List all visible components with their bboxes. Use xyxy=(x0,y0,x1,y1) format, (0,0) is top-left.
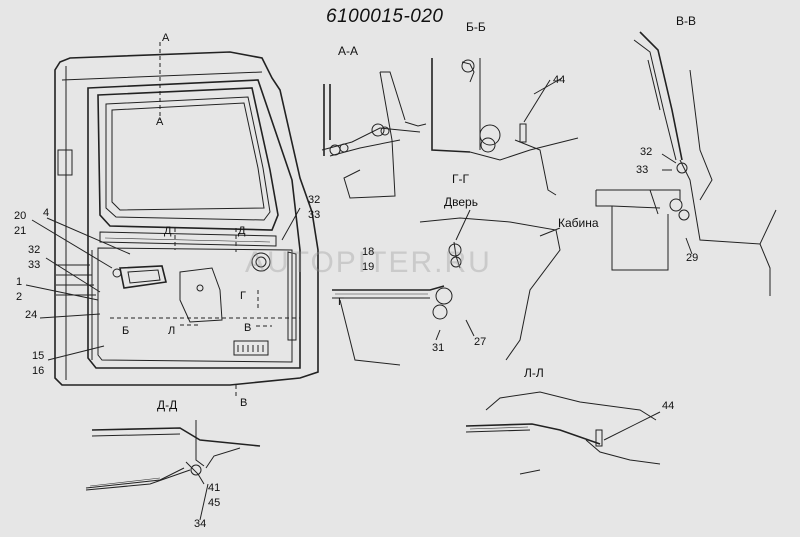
section-title-ll: Л-Л xyxy=(524,366,544,380)
callout-4: 4 xyxy=(43,207,50,219)
watermark: AUTOPITER.RU xyxy=(245,246,492,279)
cut-mark-d-right: Д xyxy=(238,225,246,237)
callout-27: 27 xyxy=(474,336,487,348)
callout-29: 29 xyxy=(686,252,699,264)
cut-mark-b: Б xyxy=(122,325,130,337)
section-title-dd: Д-Д xyxy=(157,398,178,412)
callout-45: 45 xyxy=(208,497,221,509)
callout-44-bb: 44 xyxy=(553,74,566,86)
section-vv-lines xyxy=(595,31,777,296)
callout-21: 21 xyxy=(14,225,27,237)
callout-33-left: 33 xyxy=(28,259,41,271)
callout-33-right: 33 xyxy=(308,209,321,221)
callout-32-right: 32 xyxy=(308,194,321,206)
cut-mark-g: Г xyxy=(240,290,246,302)
section-gg-lines xyxy=(332,209,561,366)
cut-mark-d-left: Д xyxy=(164,225,172,237)
callout-24: 24 xyxy=(25,309,38,321)
section-aa-lines xyxy=(321,71,427,199)
cut-mark-v-mid: В xyxy=(244,322,252,334)
label-door: Дверь xyxy=(444,195,478,209)
cut-mark-l: Л xyxy=(168,325,176,337)
section-title-aa: А-А xyxy=(338,44,359,58)
section-title-gg: Г-Г xyxy=(452,172,469,186)
callout-31: 31 xyxy=(432,342,445,354)
callout-15: 15 xyxy=(32,350,45,362)
drawing-title: 6100015-020 xyxy=(326,6,444,27)
section-bb-lines xyxy=(431,58,579,196)
cut-mark-v-bottom: В xyxy=(240,397,248,409)
callout-16: 16 xyxy=(32,365,45,377)
callout-33-vv: 33 xyxy=(636,164,649,176)
callout-44-ll: 44 xyxy=(662,400,675,412)
cut-mark-a-top: А xyxy=(162,32,170,44)
cut-mark-a-mid: А xyxy=(156,116,164,128)
section-title-bb: Б-Б xyxy=(466,20,486,34)
callout-41: 41 xyxy=(208,482,221,494)
callout-18: 18 xyxy=(362,246,375,258)
callout-2: 2 xyxy=(16,291,23,303)
cut-mark-g-section: Г xyxy=(338,296,344,308)
callout-32-vv: 32 xyxy=(640,146,653,158)
section-ll-lines xyxy=(465,391,661,475)
section-title-vv: В-В xyxy=(676,14,697,28)
callout-1: 1 xyxy=(16,276,23,288)
label-cabin: Кабина xyxy=(558,216,599,230)
door-main-view xyxy=(25,42,319,398)
callout-34: 34 xyxy=(194,518,207,530)
callout-32-left: 32 xyxy=(28,244,41,256)
callout-20: 20 xyxy=(14,210,27,222)
callout-19: 19 xyxy=(362,261,375,273)
section-dd-lines xyxy=(85,420,261,521)
